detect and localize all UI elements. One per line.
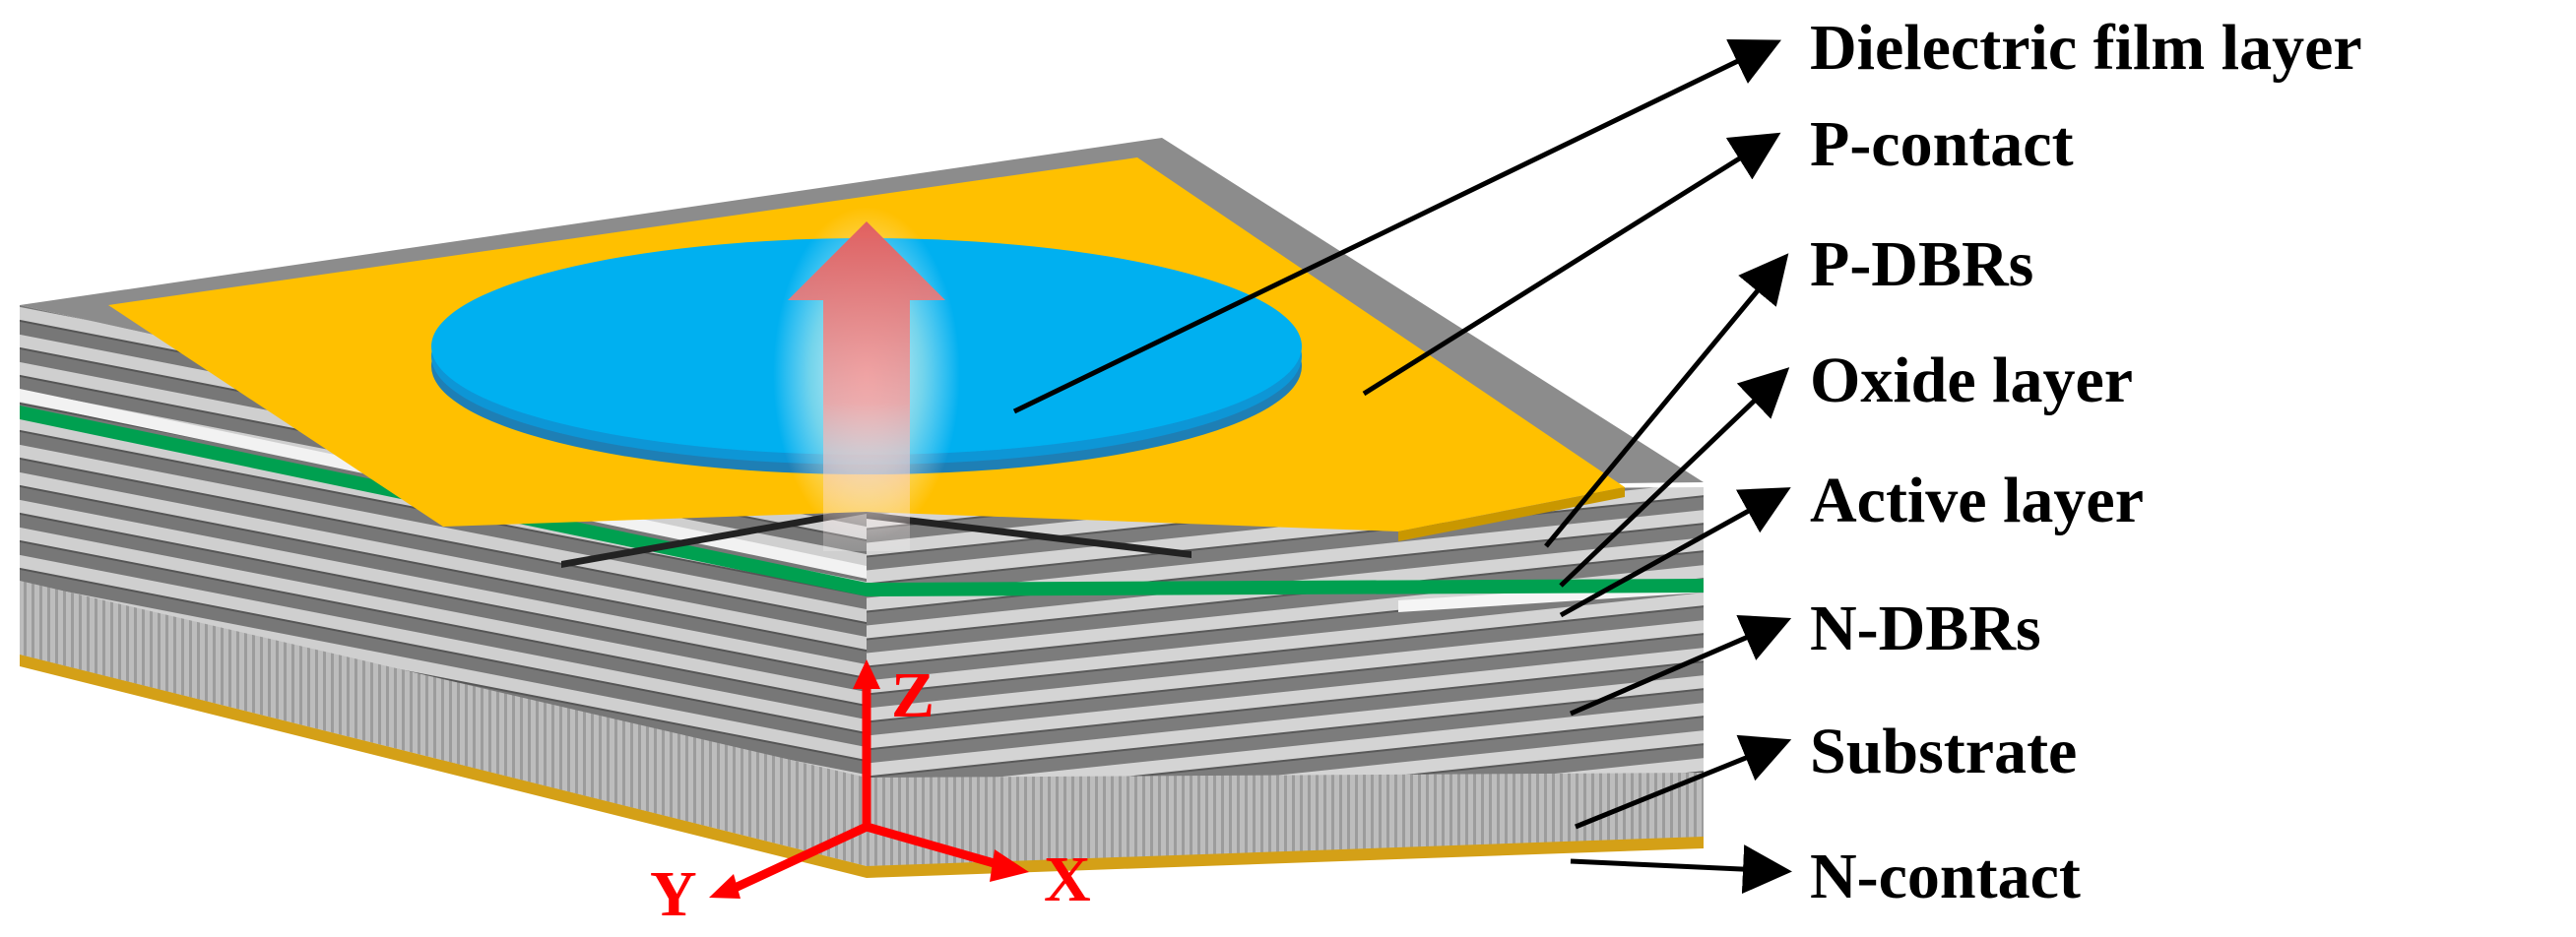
leader-substrate (1575, 734, 1792, 830)
right-active-band (867, 579, 1704, 596)
leader-oxide (1559, 367, 1790, 588)
x-axis-label: X (1044, 843, 1091, 915)
label-substrate: Substrate (1810, 716, 2077, 787)
right-substrate (867, 773, 1704, 866)
leader-p-dbrs (1544, 253, 1789, 548)
leader-dielectric (1012, 38, 1781, 414)
p-contact-edge (1398, 487, 1625, 541)
right-aperture-line (867, 512, 1191, 558)
label-p-dbrs: P-DBRs (1810, 228, 2033, 300)
x-axis-line (865, 822, 1006, 871)
label-dielectric-film-layer: Dielectric film layer (1810, 12, 2362, 84)
label-p-contact: P-contact (1810, 108, 2074, 180)
z-axis-label: Z (891, 659, 934, 731)
left-n-contact (20, 655, 867, 878)
right-face (867, 487, 1704, 878)
y-axis-label: Y (650, 858, 697, 930)
layer-labels: Dielectric film layer P-contact P-DBRs O… (1810, 12, 2362, 912)
leader-n-contact (1570, 844, 1792, 895)
x-axis-head (990, 849, 1029, 882)
y-axis-line (727, 822, 869, 896)
left-substrate (20, 581, 867, 866)
y-axis-head (709, 874, 741, 899)
axes: Z Y X (650, 659, 1091, 930)
right-n-contact (867, 837, 1704, 878)
leader-lines (1012, 38, 1792, 895)
leader-n-dbrs (1570, 614, 1792, 717)
left-aperture-line (561, 507, 867, 568)
z-axis-head (853, 659, 880, 689)
label-oxide-layer: Oxide layer (1810, 344, 2133, 416)
label-n-contact: N-contact (1810, 841, 2081, 912)
emission-arrow (788, 221, 945, 551)
label-n-dbrs: N-DBRs (1810, 593, 2041, 664)
label-active-layer: Active layer (1810, 465, 2144, 536)
leader-p-contact (1362, 132, 1781, 397)
leader-active (1559, 487, 1791, 618)
